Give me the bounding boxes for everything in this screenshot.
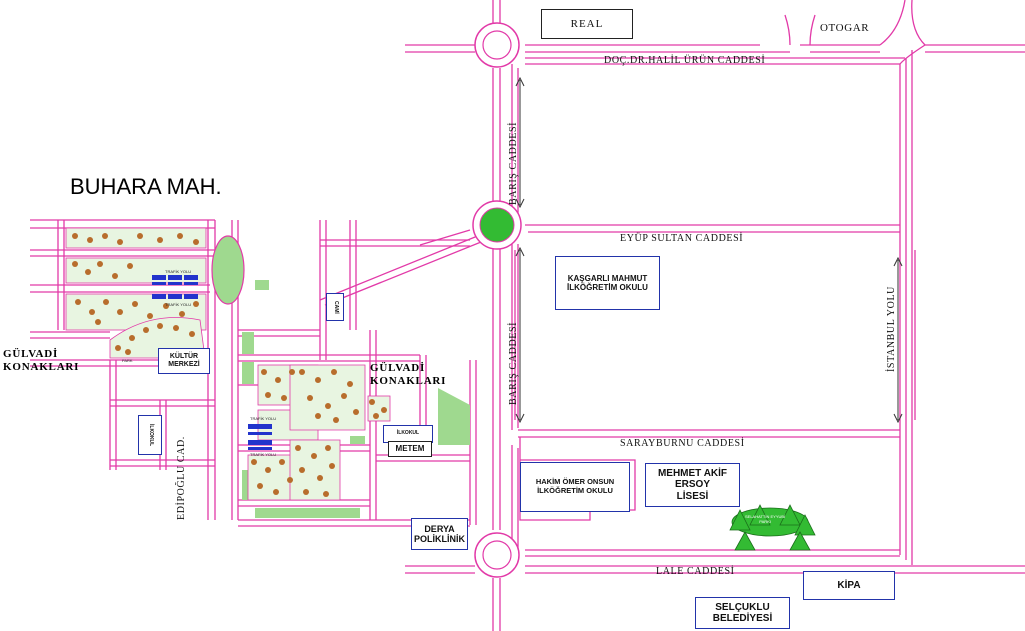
direction-arrows xyxy=(515,76,903,424)
place-ilkokul-center-label: İLKOKUL xyxy=(396,430,420,437)
place-derya-line2: POLİKLİNİK xyxy=(414,534,465,544)
street-baris-bottom: BARIŞ CADDESİ xyxy=(508,321,519,405)
place-metem[interactable]: METEM xyxy=(388,441,432,457)
place-kasgarli-line1: KAŞGARLI MAHMUT xyxy=(567,273,648,283)
place-metem-label: METEM xyxy=(395,444,425,454)
street-halil-urun: DOÇ.DR.HALİL ÜRÜN CADDESİ xyxy=(604,55,766,66)
place-real-label: REAL xyxy=(570,17,604,30)
place-selcuklu[interactable]: SELÇUKLU BELEDİYESİ xyxy=(695,597,790,629)
street-lale: LALE CADDESİ xyxy=(656,566,735,577)
place-park[interactable]: SELAHATTİN EYYUBİ PARKI xyxy=(745,514,786,525)
place-mehmet-akif-line3: LİSESİ xyxy=(676,490,709,502)
place-selcuklu-line2: BELEDİYESİ xyxy=(712,613,773,624)
place-ilkokul-left-label: İLKOKUL xyxy=(147,423,154,447)
place-hakim-line2: İLKÖĞRETİM OKULU xyxy=(537,486,613,495)
svg-text:TRAFİK YOLU: TRAFİK YOLU xyxy=(250,416,276,421)
area-gulvadi-left: GÜLVADİ KONAKLARI xyxy=(3,348,79,374)
place-kipa-label: KİPA xyxy=(837,579,861,591)
street-istanbul-yolu: İSTANBUL YOLU xyxy=(886,286,897,372)
street-eyup-sultan: EYÜP SULTAN CADDESİ xyxy=(620,233,744,244)
street-baris-top: BARIŞ CADDESİ xyxy=(508,121,519,205)
place-kipa[interactable]: KİPA xyxy=(803,571,895,600)
area-gulvadi-center: GÜLVADİ KONAKLARI xyxy=(370,362,446,388)
roundabouts xyxy=(211,22,522,578)
svg-text:TRAFİK YOLU: TRAFİK YOLU xyxy=(165,302,191,307)
place-mehmet-akif-line1: MEHMET AKİF xyxy=(657,467,728,479)
place-cami-label: CAMİ xyxy=(332,300,339,314)
mini-labels: TRAFİK YOLU TRAFİK YOLU TRAFİK YOLU TRAF… xyxy=(122,269,276,457)
place-selcuklu-line1: SELÇUKLU xyxy=(715,601,770,613)
area-gulvadi-center-line1: GÜLVADİ xyxy=(370,362,426,374)
place-park-line2: PARKI xyxy=(759,518,771,524)
place-real[interactable]: REAL xyxy=(541,9,633,39)
district-title: BUHARA MAH. xyxy=(70,174,222,199)
place-cami[interactable]: CAMİ xyxy=(326,293,344,321)
place-mehmet-akif-line2: ERSOY xyxy=(674,479,710,491)
place-hakim[interactable]: HAKİM ÖMER ONSUN İLKÖĞRETİM OKULU xyxy=(520,462,630,512)
area-gulvadi-center-line2: KONAKLARI xyxy=(370,375,447,388)
place-mehmet-akif[interactable]: MEHMET AKİF ERSOY LİSESİ xyxy=(645,463,740,507)
svg-text:TRAFİK YOLU: TRAFİK YOLU xyxy=(165,269,191,274)
park-trees xyxy=(729,504,816,551)
place-otogar[interactable]: OTOGAR xyxy=(820,22,870,34)
place-kasgarli[interactable]: KAŞGARLI MAHMUT İLKÖĞRETİM OKULU xyxy=(555,256,660,310)
parking-areas xyxy=(152,275,272,450)
area-gulvadi-left-line2: KONAKLARI xyxy=(3,361,80,374)
street-edipoglu: EDİPOĞLU CAD. xyxy=(176,436,187,520)
street-sarayburnu: SARAYBURNU CADDESİ xyxy=(620,438,745,449)
place-kultur[interactable]: KÜLTÜR MERKEZİ xyxy=(158,348,210,374)
oval-plaza xyxy=(211,235,245,305)
place-hakim-line1: HAKİM ÖMER ONSUN xyxy=(535,477,615,487)
place-kultur-line2: MERKEZİ xyxy=(168,361,200,368)
area-gulvadi-left-line1: GÜLVADİ xyxy=(3,348,59,360)
place-ilkokul-left[interactable]: İLKOKUL xyxy=(138,415,162,455)
svg-text:TRAFİK YOLU: TRAFİK YOLU xyxy=(250,452,276,457)
buildings xyxy=(72,233,387,497)
place-derya[interactable]: DERYA POLİKLİNİK xyxy=(411,518,468,550)
place-kultur-line1: KÜLTÜR xyxy=(169,352,199,360)
svg-text:PARK: PARK xyxy=(122,358,133,363)
place-park-line1: SELAHATTİN EYYUBİ xyxy=(745,514,786,519)
place-kasgarli-line2: İLKÖĞRETİM OKULU xyxy=(567,283,648,292)
place-derya-line1: DERYA xyxy=(424,523,455,534)
